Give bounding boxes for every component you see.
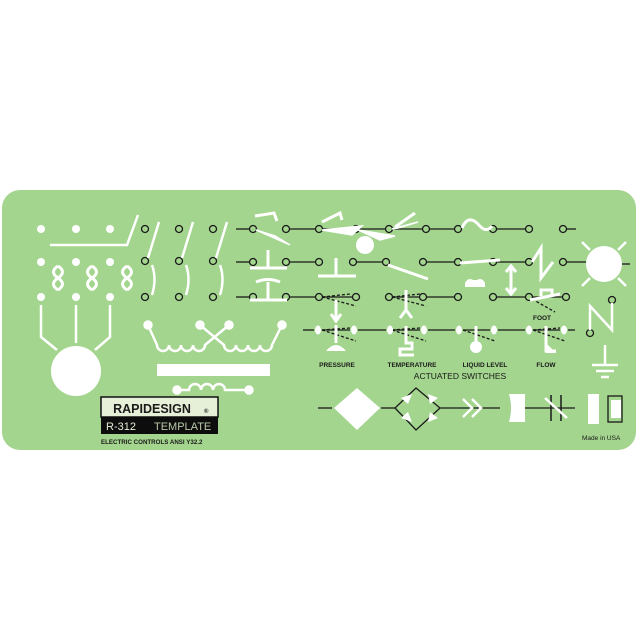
ground-symbol	[592, 345, 618, 379]
label-flow: FLOW	[536, 362, 556, 369]
connector-chevrons	[462, 398, 483, 418]
transformer-symbol	[143, 320, 287, 353]
product-type: TEMPLATE	[154, 421, 211, 433]
model-number: R-312	[106, 421, 136, 433]
row4-contact-slots	[315, 325, 567, 335]
template-body	[2, 190, 636, 450]
motor-symbol	[39, 305, 112, 396]
brand-logo: RAPIDESIGN	[113, 402, 191, 416]
disconnect-switch-symbol	[37, 214, 140, 247]
brand-logo-box: RAPIDESIGN ® R-312 TEMPLATE ELECTRIC CON…	[100, 396, 219, 446]
label-liquid-level: LIQUID LEVEL	[463, 362, 508, 369]
inductor-symbol	[172, 382, 254, 395]
iron-core-bar	[157, 364, 270, 376]
actuator-heads	[326, 236, 556, 353]
bridge-rectifier-arrows	[401, 394, 438, 422]
zigzag-resistor-symbol	[585, 295, 617, 338]
made-in-usa: Made in USA	[582, 435, 621, 442]
label-pressure: PRESSURE	[319, 362, 355, 369]
section-title-actuated-switches: ACTUATED SWITCHES	[414, 371, 507, 381]
circuit-breakers-symbol	[140, 221, 229, 302]
lamp-symbol	[581, 241, 630, 287]
label-temperature: TEMPERATURE	[388, 362, 438, 369]
bottom-symbols	[318, 387, 623, 431]
capacitor-cutout	[509, 394, 525, 422]
registered-mark: ®	[204, 408, 209, 415]
template-subtitle: ELECTRIC CONTROLS ANSI Y32.2	[101, 439, 203, 446]
label-foot: FOOT	[533, 315, 551, 322]
fuses-symbol	[37, 258, 133, 301]
contact-blades	[250, 210, 561, 357]
diamond-rectifier	[334, 388, 380, 430]
